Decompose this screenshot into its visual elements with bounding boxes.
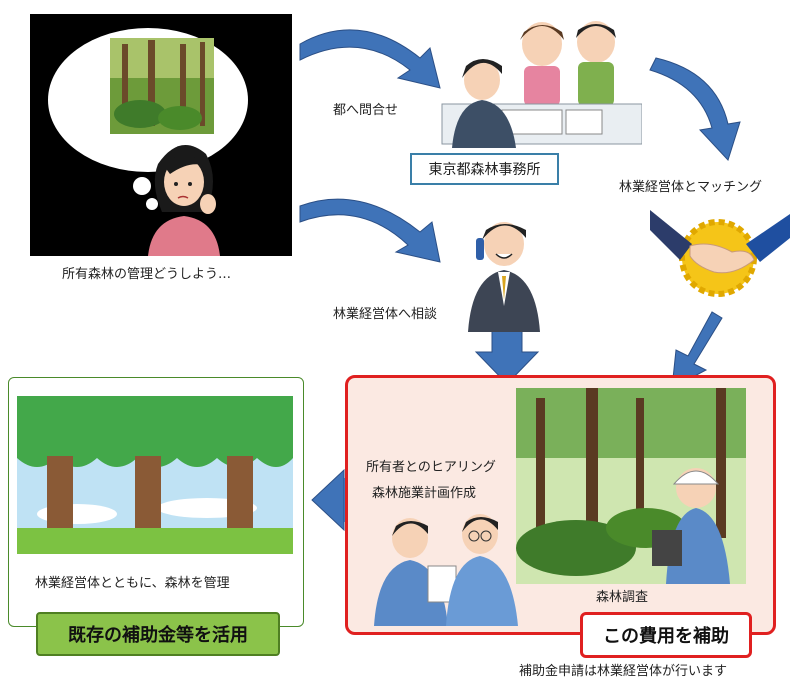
- office-illustration: [441, 21, 642, 148]
- footnote: 補助金申請は林業経営体が行います: [519, 664, 728, 679]
- owner-panel: [30, 14, 292, 256]
- hearing-label: 所有者とのヒアリング: [366, 460, 496, 475]
- hearing-illustration: [374, 514, 518, 626]
- arrow-down-to-support: [474, 329, 540, 385]
- plan-label: 森林施業計画作成: [372, 486, 477, 501]
- healthy-forest-illustration: [17, 396, 293, 554]
- manage-together-label: 林業経営体とともに、森林を管理: [35, 576, 230, 591]
- handshake-illustration: [650, 210, 790, 297]
- arrow-to-matching: [649, 57, 741, 161]
- subsidized-work-panel: 所有者とのヒアリング 森林施業計画作成 森林調査: [345, 375, 776, 635]
- arrow-to-office: [299, 29, 441, 89]
- manage-forest-panel: 林業経営体とともに、森林を管理: [8, 377, 304, 627]
- forest-survey-illustration: [516, 388, 746, 584]
- subsidize-cost-badge: この費用を補助: [580, 612, 752, 658]
- phone-consult-illustration: [468, 222, 540, 332]
- arrow-to-consult: [299, 198, 441, 263]
- existing-subsidy-badge: 既存の補助金等を活用: [36, 612, 280, 656]
- arrow-left-to-manage: [311, 468, 345, 532]
- inquiry-label: 都へ問合せ: [333, 103, 399, 118]
- matching-label: 林業経営体とマッチング: [619, 180, 763, 195]
- worried-owner-illustration: [48, 28, 248, 256]
- survey-label: 森林調査: [596, 590, 649, 605]
- owner-caption: 所有森林の管理どうしよう…: [62, 267, 232, 282]
- consult-label: 林業経営体へ相談: [333, 307, 438, 322]
- forest-office-label: 東京都森林事務所: [410, 153, 559, 185]
